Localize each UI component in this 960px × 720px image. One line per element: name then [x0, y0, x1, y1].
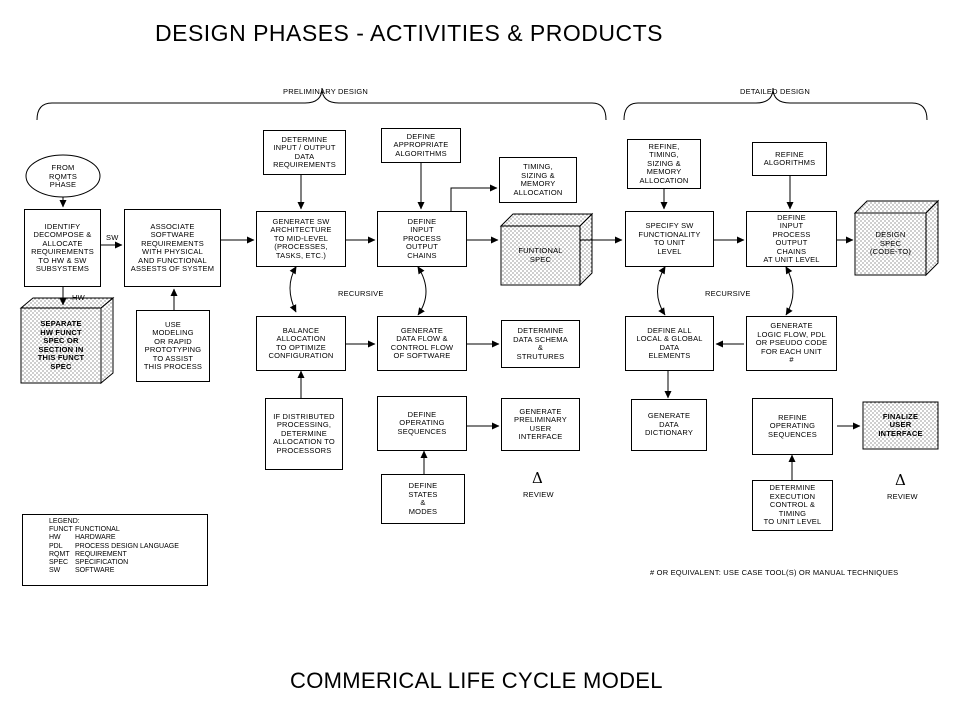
- refine-algorithms-box: REFINE ALGORITHMS: [752, 142, 827, 176]
- finalize-ui-shade: [862, 401, 939, 450]
- connectors: [59, 163, 861, 480]
- sw-label: SW: [106, 233, 119, 242]
- separate-spec-box: SEPARATE HW FUNCT SPEC OR SECTION IN THI…: [37, 319, 85, 371]
- preliminary-brace: [36, 87, 607, 121]
- timing-box: TIMING, SIZING & MEMORY ALLOCATION: [499, 157, 577, 203]
- generate-sw-arch-box: GENERATE SW ARCHITECTURE TO MID-LEVEL (P…: [256, 211, 346, 267]
- model-title: COMMERICAL LIFE CYCLE MODEL: [290, 668, 663, 693]
- define-states-box: DEFINE STATES & MODES: [381, 474, 465, 524]
- funct-spec-block: [499, 212, 594, 287]
- generate-ui-box: GENERATE PRELIMINARY USER INTERFACE: [501, 398, 580, 451]
- determine-io-box: DETERMINE INPUT / OUTPUT DATA REQUIREMEN…: [263, 130, 346, 175]
- define-algorithms-box: DEFINE APPROPRIATE ALGORITHMS: [381, 128, 461, 163]
- generate-logic-box: GENERATE LOGIC FLOW, PDL OR PSEUDO CODE …: [746, 316, 837, 371]
- preliminary-design-label: PRELIMINARY DESIGN: [283, 87, 369, 96]
- legend-heading: LEGEND:: [49, 518, 80, 525]
- hw-label: HW: [72, 293, 85, 302]
- generate-dictionary-box: GENERATE DATA DICTIONARY: [631, 399, 707, 451]
- define-ipo-box: DEFINE INPUT PROCESS OUTPUT CHAINS: [377, 211, 467, 267]
- determine-schema-box: DETERMINE DATA SCHEMA & STRUTURES: [501, 320, 580, 368]
- balance-box: BALANCE ALLOCATION TO OPTIMIZE CONFIGURA…: [256, 316, 346, 371]
- define-ipo-unit-box: DEFINE INPUT PROCESS OUTPUT CHAINS AT UN…: [746, 211, 837, 267]
- review-delta-icon-1: Δ: [532, 469, 543, 487]
- detailed-design-label: DETAILED DESIGN: [740, 87, 810, 96]
- from-rqmts-phase: FROM RQMTS PHASE: [48, 163, 78, 190]
- refine-timing-box: REFINE, TIMING, SIZING & MEMORY ALLOCATI…: [627, 139, 701, 189]
- detailed-brace: [623, 87, 928, 121]
- footnote: # OR EQUIVALENT: USE CASE TOOL(S) OR MAN…: [650, 568, 899, 577]
- generate-dataflow-box: GENERATE DATA FLOW & CONTROL FLOW OF SOF…: [377, 316, 467, 371]
- review-label-1: REVIEW: [523, 490, 554, 499]
- review-label-2: REVIEW: [887, 492, 918, 501]
- specify-sw-box: SPECIFY SW FUNCTIONALITY TO UNIT LEVEL: [625, 211, 714, 267]
- recursive-label-1: RECURSIVE: [338, 289, 384, 298]
- finalize-ui-box: FINALIZE USER INTERFACE: [878, 411, 923, 438]
- recursive-label-2: RECURSIVE: [705, 289, 751, 298]
- define-sequences-box: DEFINE OPERATING SEQUENCES: [377, 396, 467, 451]
- define-all-box: DEFINE ALL LOCAL & GLOBAL DATA ELEMENTS: [625, 316, 714, 371]
- identify-box: IDENTIFY DECOMPOSE & ALLOCATE REQUIREMEN…: [24, 209, 101, 287]
- design-spec-block: [853, 199, 940, 277]
- associate-box: ASSOCIATE SOFTWARE REQUIREMENTS WITH PHY…: [124, 209, 221, 287]
- design-spec-box: DESIGN SPEC (CODE-TO): [869, 230, 912, 257]
- refine-sequences-box: REFINE OPERATING SEQUENCES: [752, 398, 833, 455]
- determine-execution-box: DETERMINE EXECUTION CONTROL & TIMING TO …: [752, 480, 833, 531]
- use-modeling-box: USE MODELING OR RAPID PROTOTYPING TO ASS…: [136, 310, 210, 382]
- page-title: DESIGN PHASES - ACTIVITIES & PRODUCTS: [155, 20, 663, 46]
- funct-spec-box: FUNTIONAL SPEC: [518, 246, 563, 264]
- separate-spec-block: [19, 296, 115, 385]
- review-delta-icon-2: Δ: [895, 471, 906, 489]
- if-distributed-box: IF DISTRIBUTED PROCESSING, DETERMINE ALL…: [265, 398, 343, 470]
